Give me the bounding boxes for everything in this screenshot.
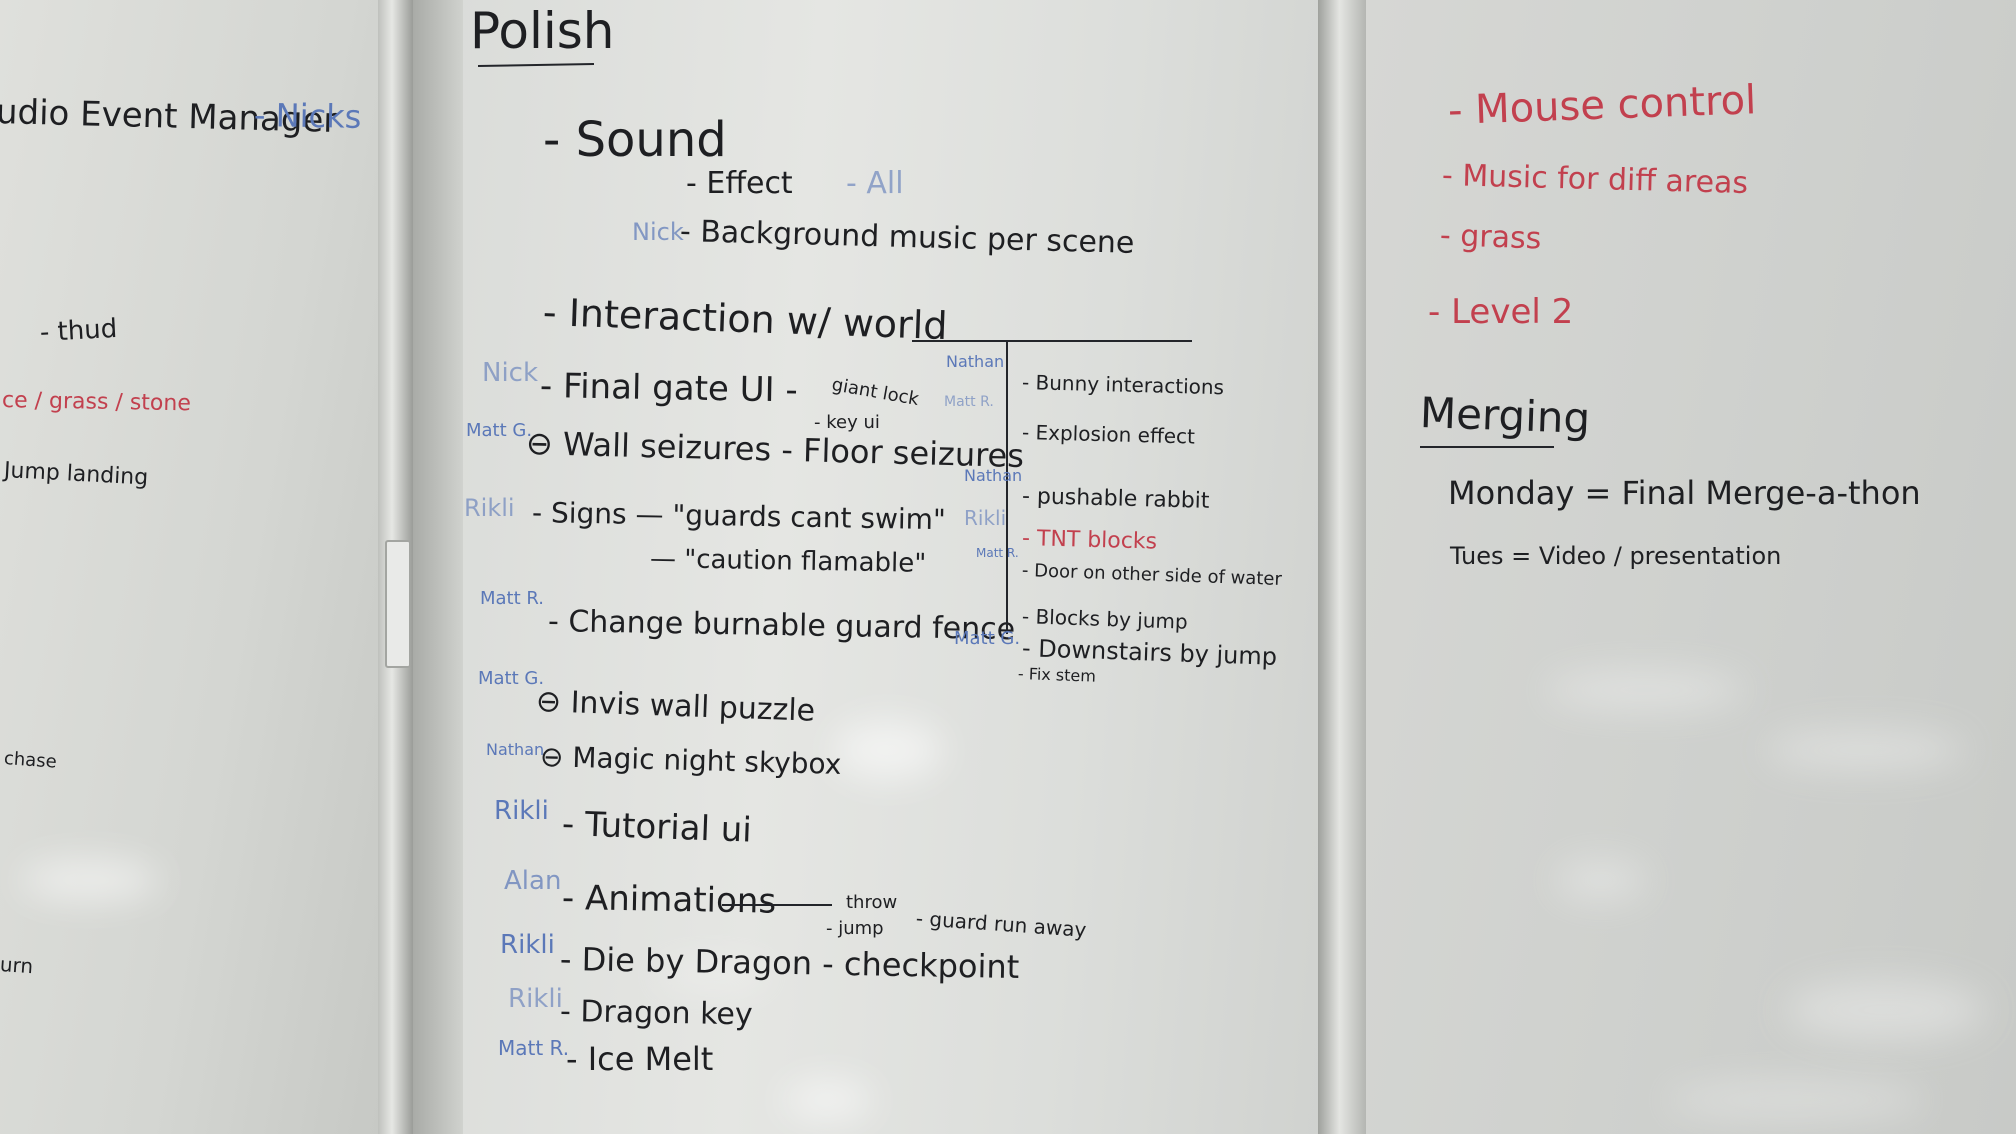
list-item: - Fix stem [1017,664,1097,686]
gate-sub-key-ui: - key ui [814,412,880,433]
interaction-branch-line [912,340,1192,342]
owner-label: Rikli [508,984,563,1014]
all-owner: - All [846,166,904,201]
owner-label: Matt R. [976,546,1019,560]
page-title: Polish [470,2,615,60]
sound-heading: - Sound [543,112,727,168]
monday-note: Monday = Final Merge-a-thon [1448,474,1921,512]
list-item: - pushable rabbit [1021,484,1210,514]
door-handle[interactable] [385,540,411,668]
merging-underline [1420,446,1554,448]
owner-label: Nathan [964,466,1023,485]
owner-label: Matt G. [954,628,1021,649]
list-item: - Ice Melt [566,1040,714,1078]
owner-label: Nick [482,358,539,388]
right-board-frame [1318,0,1366,1134]
todo-item: - Level 2 [1428,292,1574,332]
surfaces-note: ce / grass / stone [1,388,192,417]
nicks-owner: - Nicks [253,96,362,136]
owner-label: Matt R. [944,394,994,410]
center-board-left-edge [413,0,463,1134]
list-item: - Tutorial ui [561,804,753,851]
list-item: - Animations [561,878,777,922]
owner-label: Alan [504,866,562,896]
anim-sub-jump: - jump [826,918,884,939]
list-item: - Die by Dragon - checkpoint [559,940,1020,987]
urn-note: urn [0,952,34,979]
owner-label: Rikli [494,796,549,826]
list-item: - TNT blocks [1021,526,1158,555]
chase-note: chase [3,748,58,773]
list-item: — "caution flamable" [649,544,927,579]
owner-label: Rikli [464,494,515,522]
owner-label: Rikli [964,506,1007,530]
nick-owner-bgm: Nick [632,218,684,246]
effect-item: - Effect [686,166,793,201]
owner-label: Matt G. [478,668,545,689]
merging-heading: Merging [1419,388,1591,443]
owner-label: Nathan [946,352,1005,371]
center-whiteboard [413,0,1348,1134]
thud-note: - thud [39,313,118,348]
right-whiteboard [1366,0,2016,1134]
anim-sub-throw: throw [846,892,898,913]
animations-branch-line [722,904,832,906]
todo-item: - grass [1439,218,1542,257]
list-item: - Final gate UI - [539,366,799,411]
list-item: - Explosion effect [1021,420,1196,449]
jump-landing-note: Jump landing [3,458,149,491]
list-item: - Dragon key [559,994,753,1033]
owner-label: Matt R. [498,1036,570,1060]
right-items-bracket [1006,342,1008,634]
owner-label: Matt G. [466,420,533,441]
left-whiteboard: udio Event Manager - Nicks - thud ce / g… [0,0,378,1134]
owner-label: Matt R. [480,588,544,609]
owner-label: Nathan [486,740,545,759]
tues-note: Tues = Video / presentation [1450,542,1782,570]
owner-label: Rikli [500,930,555,960]
